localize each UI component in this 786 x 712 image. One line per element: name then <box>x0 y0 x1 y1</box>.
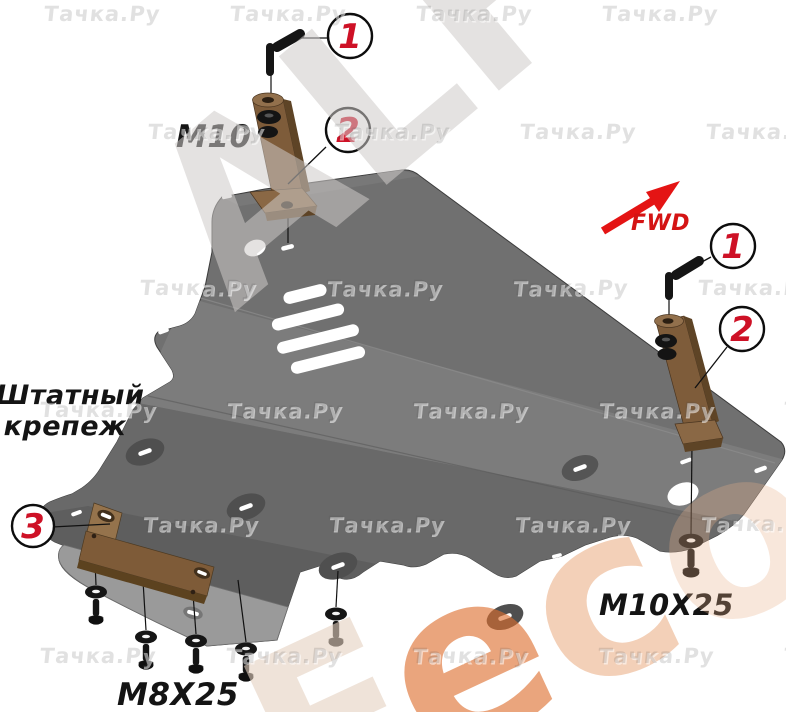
bracket-top-left <box>249 92 318 221</box>
svg-text:2: 2 <box>730 310 754 350</box>
label-m8x25: M8X25 <box>117 677 239 712</box>
hook-bolt-top <box>266 29 305 76</box>
svg-text:3: 3 <box>21 507 45 547</box>
svg-text:2: 2 <box>336 111 360 151</box>
svg-text:1: 1 <box>338 17 362 57</box>
fwd-arrow <box>600 181 680 235</box>
label-stock-mount: Штатный крепеж <box>0 380 145 442</box>
callout-1-top: 1 <box>326 12 374 60</box>
edge-slots <box>71 194 767 559</box>
callout-2-top: 2 <box>324 106 372 154</box>
bracket-bottom-left <box>77 502 215 604</box>
label-stock-mount-line1: Штатный <box>0 380 145 411</box>
bracket-right <box>654 314 724 452</box>
dimples <box>125 438 599 631</box>
mount-holes <box>244 239 699 506</box>
bolt-m10 <box>678 533 704 578</box>
label-stock-mount-line2: крепеж <box>3 411 127 442</box>
callout-leaders <box>51 37 728 528</box>
vent-slots <box>271 284 366 374</box>
label-m10: M10 <box>176 119 252 155</box>
label-fwd: FWD <box>631 211 691 236</box>
callout-2-right: 2 <box>718 305 766 353</box>
callout-1-right: 1 <box>709 222 757 270</box>
label-m10x25: M10X25 <box>599 588 734 622</box>
callout-3-left: 3 <box>10 503 56 549</box>
hook-bolt-right <box>665 256 704 300</box>
svg-text:1: 1 <box>721 227 745 267</box>
